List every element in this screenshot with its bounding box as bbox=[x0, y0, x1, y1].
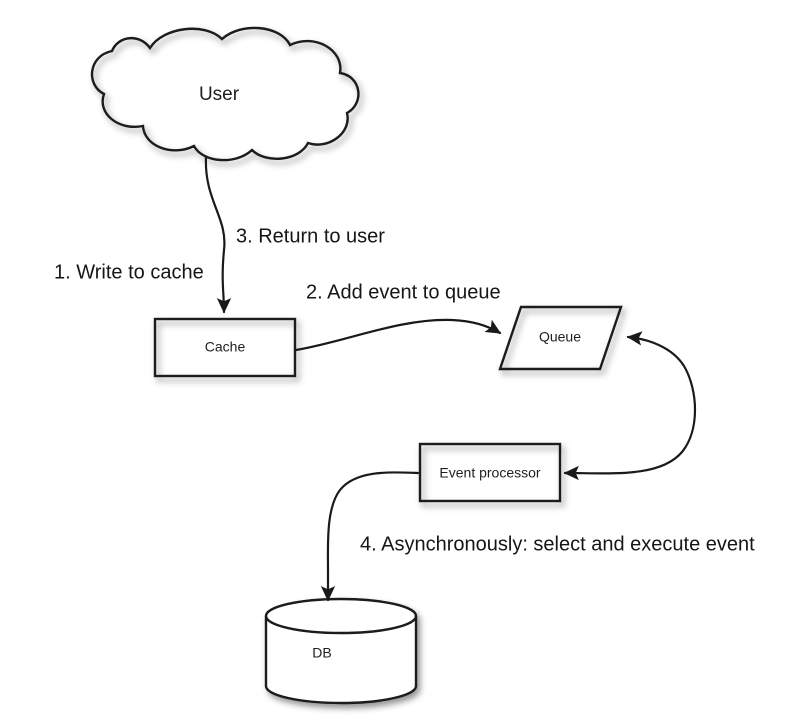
node-db-label: DB bbox=[312, 645, 331, 661]
node-event-processor-label: Event processor bbox=[439, 465, 540, 481]
edge-user-to-cache bbox=[204, 155, 232, 314]
edge-label-write-to-cache: 1. Write to cache bbox=[54, 261, 204, 283]
node-event-processor[interactable]: Event processor bbox=[418, 442, 562, 503]
edge-event-processor-to-db bbox=[320, 471, 420, 602]
node-queue-label: Queue bbox=[539, 329, 581, 345]
edge-queue-to-event-processor bbox=[563, 331, 697, 481]
node-cache-label: Cache bbox=[205, 339, 246, 355]
node-cache[interactable]: Cache bbox=[153, 317, 297, 378]
edge-cache-to-queue bbox=[294, 318, 502, 352]
edge-label-return-to-user: 3. Return to user bbox=[236, 225, 385, 247]
edge-label-async-select-execute: 4. Asynchronously: select and execute ev… bbox=[360, 533, 755, 555]
node-db[interactable]: DB bbox=[264, 597, 418, 705]
node-user-label: User bbox=[199, 84, 240, 105]
node-user[interactable]: User bbox=[90, 26, 360, 162]
node-queue[interactable]: Queue bbox=[498, 305, 623, 371]
edge-label-add-event-to-queue: 2. Add event to queue bbox=[306, 281, 501, 303]
